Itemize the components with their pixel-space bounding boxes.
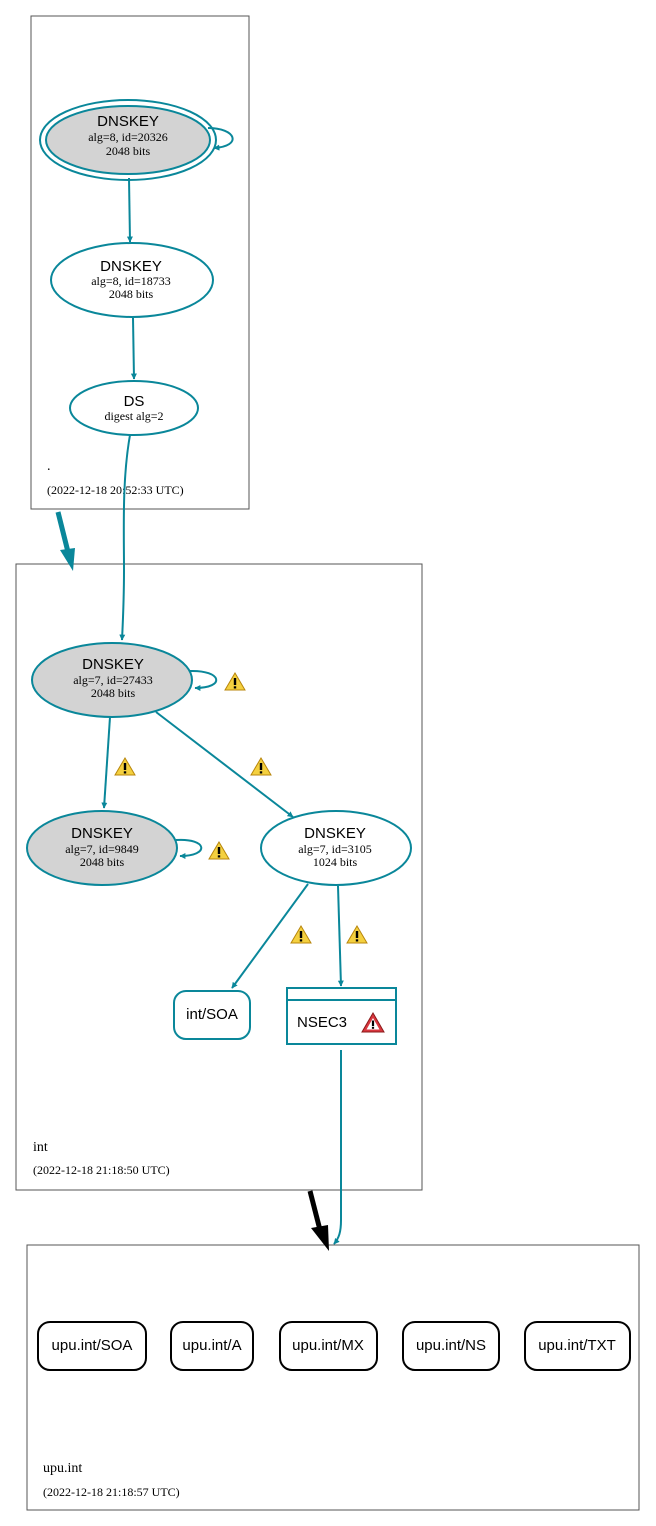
record-upu-soa-label: upu.int/SOA (52, 1337, 133, 1354)
edge-root-zsk-to-ds (130, 317, 137, 380)
edge-int-ksk-self (189, 669, 218, 691)
int-zsk-node[interactable]: DNSKEY alg=7, id=3105 1024 bits (260, 810, 412, 886)
int-ksk-line2: 2048 bits (91, 686, 136, 700)
int-zsk-line1: alg=7, id=3105 (298, 842, 372, 856)
edge-3105-to-int-soa (231, 883, 309, 989)
upu-zone-name: upu.int (43, 1461, 82, 1476)
record-upu-ns[interactable]: upu.int/NS (402, 1321, 500, 1371)
edge-ds-to-int-ksk (119, 434, 131, 641)
int-soa-node[interactable]: int/SOA (173, 990, 251, 1040)
warning-icon-3105-to-nsec3 (346, 925, 368, 944)
ds-line1: digest alg=2 (104, 409, 163, 423)
root-ksk-node[interactable]: DNSKEY alg=8, id=20326 2048 bits (39, 99, 217, 181)
edge-root-ksk-self (207, 127, 234, 151)
root-ksk-line1: alg=8, id=20326 (88, 130, 168, 144)
int-ksk-node[interactable]: DNSKEY alg=7, id=27433 2048 bits (31, 642, 193, 718)
warning-icon-9849-self (208, 841, 230, 860)
int-key-9849-node[interactable]: DNSKEY alg=7, id=9849 2048 bits (26, 810, 178, 886)
root-zone-name: . (47, 459, 51, 474)
upu-zone-box (26, 1244, 640, 1511)
record-upu-txt[interactable]: upu.int/TXT (524, 1321, 631, 1371)
record-upu-mx-label: upu.int/MX (292, 1337, 364, 1354)
record-upu-a-label: upu.int/A (182, 1337, 241, 1354)
root-ksk-title: DNSKEY (97, 113, 159, 130)
int-ksk-title: DNSKEY (82, 656, 144, 673)
record-upu-a[interactable]: upu.int/A (170, 1321, 254, 1371)
edge-int-ksk-to-3105 (155, 711, 294, 818)
delegation-arrow-root-to-int (55, 511, 75, 571)
record-upu-mx[interactable]: upu.int/MX (279, 1321, 378, 1371)
root-zone-box (30, 15, 250, 510)
int-key-9849-line1: alg=7, id=9849 (65, 842, 139, 856)
int-soa-label: int/SOA (186, 1006, 238, 1023)
root-zsk-title: DNSKEY (100, 258, 162, 275)
warning-icon-ksk-to-9849 (114, 757, 136, 776)
ds-title: DS (124, 393, 145, 410)
edge-9849-self (175, 838, 203, 859)
warning-icon-3105-to-soa (290, 925, 312, 944)
record-upu-txt-label: upu.int/TXT (538, 1337, 616, 1354)
int-zone-name: int (33, 1140, 48, 1155)
root-ksk-line2: 2048 bits (106, 144, 151, 158)
int-key-9849-line2: 2048 bits (80, 855, 125, 869)
record-upu-ns-label: upu.int/NS (416, 1337, 486, 1354)
warning-icon-ksk-to-3105 (250, 757, 272, 776)
edge-3105-to-nsec3 (337, 885, 344, 987)
warning-icon-int-ksk-self (224, 672, 246, 691)
upu-zone-timestamp: (2022-12-18 21:18:57 UTC) (43, 1485, 180, 1499)
root-zone-timestamp: (2022-12-18 20:52:33 UTC) (47, 483, 184, 497)
int-zone-timestamp: (2022-12-18 21:18:50 UTC) (33, 1163, 170, 1177)
nsec3-node[interactable]: NSEC3 (286, 987, 397, 1045)
ds-node[interactable]: DS digest alg=2 (69, 380, 199, 436)
int-zsk-line2: 1024 bits (313, 855, 358, 869)
int-key-9849-title: DNSKEY (71, 825, 133, 842)
root-zsk-line2: 2048 bits (109, 287, 154, 301)
edge-nsec3-to-upu (333, 1050, 342, 1245)
int-zone-box (15, 563, 423, 1191)
edge-int-ksk-to-9849 (101, 716, 111, 809)
root-zsk-line1: alg=8, id=18733 (91, 274, 171, 288)
edge-root-ksk-to-zsk (126, 177, 133, 243)
nsec3-label: NSEC3 (297, 1014, 347, 1031)
int-zsk-title: DNSKEY (304, 825, 366, 842)
record-upu-soa[interactable]: upu.int/SOA (37, 1321, 147, 1371)
root-zsk-node[interactable]: DNSKEY alg=8, id=18733 2048 bits (50, 242, 214, 318)
delegation-arrow-int-to-upu (307, 1190, 329, 1251)
int-ksk-line1: alg=7, id=27433 (73, 673, 153, 687)
